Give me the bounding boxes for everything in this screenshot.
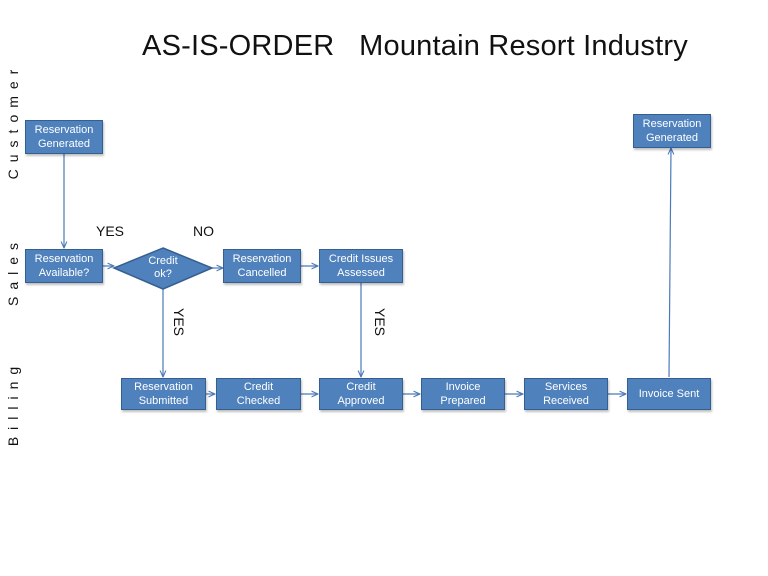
label-yes-issues: YES xyxy=(372,308,388,337)
node-reservation-submitted: Reservation Submitted xyxy=(121,378,206,410)
node-credit-approved: Credit Approved xyxy=(319,378,403,410)
node-credit-checked: Credit Checked xyxy=(216,378,301,410)
node-reservation-generated-end: Reservation Generated xyxy=(633,114,711,148)
node-invoice-prepared: Invoice Prepared xyxy=(421,378,505,410)
node-reservation-available: Reservation Available? xyxy=(25,249,103,283)
node-services-received: Services Received xyxy=(524,378,608,410)
credit-ok-decision xyxy=(112,247,214,290)
arrow-sent-to-generated xyxy=(669,148,671,378)
node-reservation-cancelled: Reservation Cancelled xyxy=(223,249,301,283)
label-yes-available: YES xyxy=(96,223,125,239)
node-reservation-generated: Reservation Generated xyxy=(25,120,103,154)
node-credit-ok-label: Credit ok? xyxy=(148,255,178,280)
label-yes-credit: YES xyxy=(171,308,187,337)
label-no-credit: NO xyxy=(193,223,214,239)
node-credit-issues-assessed: Credit Issues Assessed xyxy=(319,249,403,283)
node-invoice-sent: Invoice Sent xyxy=(627,378,711,410)
diagram-title: AS-IS-ORDER Mountain Resort Industry xyxy=(142,30,688,62)
